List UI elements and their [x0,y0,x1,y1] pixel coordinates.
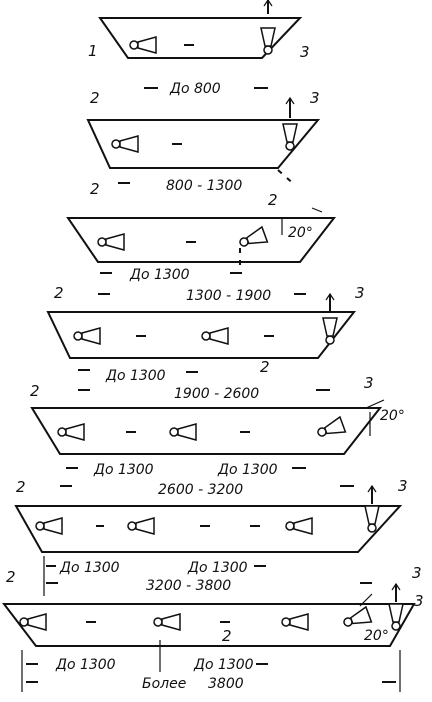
label-2: 2 [260,358,270,376]
label-2: 2 [16,478,26,496]
dimension-label: До 1300 [55,657,116,673]
fan-icon [281,613,309,631]
row-2: 2 800 - 1300 [86,96,321,198]
fan-icon [97,233,125,251]
hall-outline [1,603,416,647]
fan-icon [169,423,197,441]
fan-icon [129,36,157,54]
fan-icon [322,317,338,345]
label-2: 2 [90,180,100,198]
hall-outline [98,17,303,59]
dimension-label: 1900 - 2600 [174,386,259,402]
label-1: 1 [88,42,98,60]
dimension-label: До 1300 [217,462,278,478]
fan-icon [19,613,47,631]
fan-icon [111,135,139,153]
fan-icon [282,123,298,151]
label-3: 3 [300,43,310,61]
label-2: 2 [30,382,40,400]
label-3: 3 [398,477,408,495]
fan-icon [127,517,155,535]
hall-outline [30,407,383,455]
label-3: 3 [412,564,422,582]
row-7: 20° 2 3 До 1300 До 1300 Более 3800 [1,582,424,692]
dimension-label: До 1300 [105,368,166,384]
row-1: 1 3 До 800 2 3 [88,0,320,107]
dimension-label: 800 - 1300 [166,178,242,194]
dimension-label: 3800 [208,676,244,692]
dimension-label: До 1300 [129,267,190,283]
label-3: 3 [310,89,320,107]
label-3: 3 [364,374,374,392]
dimension-label: До 1300 [193,657,254,673]
label-2: 2 [90,89,100,107]
dimension-label: 2600 - 3200 [158,482,243,498]
dimension-label: До 800 [169,81,221,97]
fan-icon [153,613,181,631]
hall-outline [14,505,403,553]
angle-label: 20° [288,225,313,241]
label-2: 2 [6,568,16,586]
label-3: 3 [414,592,424,610]
dimension-label: До 1300 [59,560,120,576]
angle-label: 20° [380,408,405,424]
fan-icon [57,423,85,441]
fan-icon [285,517,313,535]
fan-icon [35,517,63,535]
dimension-label: 1300 - 1900 [186,288,271,304]
dimension-label: До 1300 [187,560,248,576]
row-5: 20° До 1300 До 1300 2 2600 - 3200 3 [16,399,408,498]
fan-icon [314,416,347,442]
row-3: 2 20° До 1300 2 1300 - 1900 3 [54,191,365,304]
hall-outline [66,217,337,263]
row-6: До 1300 До 1300 2 3200 - 3800 3 [6,484,422,596]
dimension-label: 3200 - 3800 [146,578,231,594]
fan-icon [364,505,380,533]
label-2: 2 [54,284,64,302]
label-2: 2 [268,191,278,209]
label-3: 3 [355,284,365,302]
row-4: До 1300 2 2 1900 - 2600 3 [30,292,374,402]
dimension-label: До 1300 [93,462,154,478]
fan-icon [73,327,101,345]
hall-outline [46,311,357,359]
fan-icon [236,226,269,252]
label-2: 2 [222,627,232,645]
fan-icon [260,27,276,55]
angle-label: 20° [364,628,389,644]
hall-outline [86,119,321,169]
fan-icon [201,327,229,345]
dimension-label: Более [142,676,186,692]
